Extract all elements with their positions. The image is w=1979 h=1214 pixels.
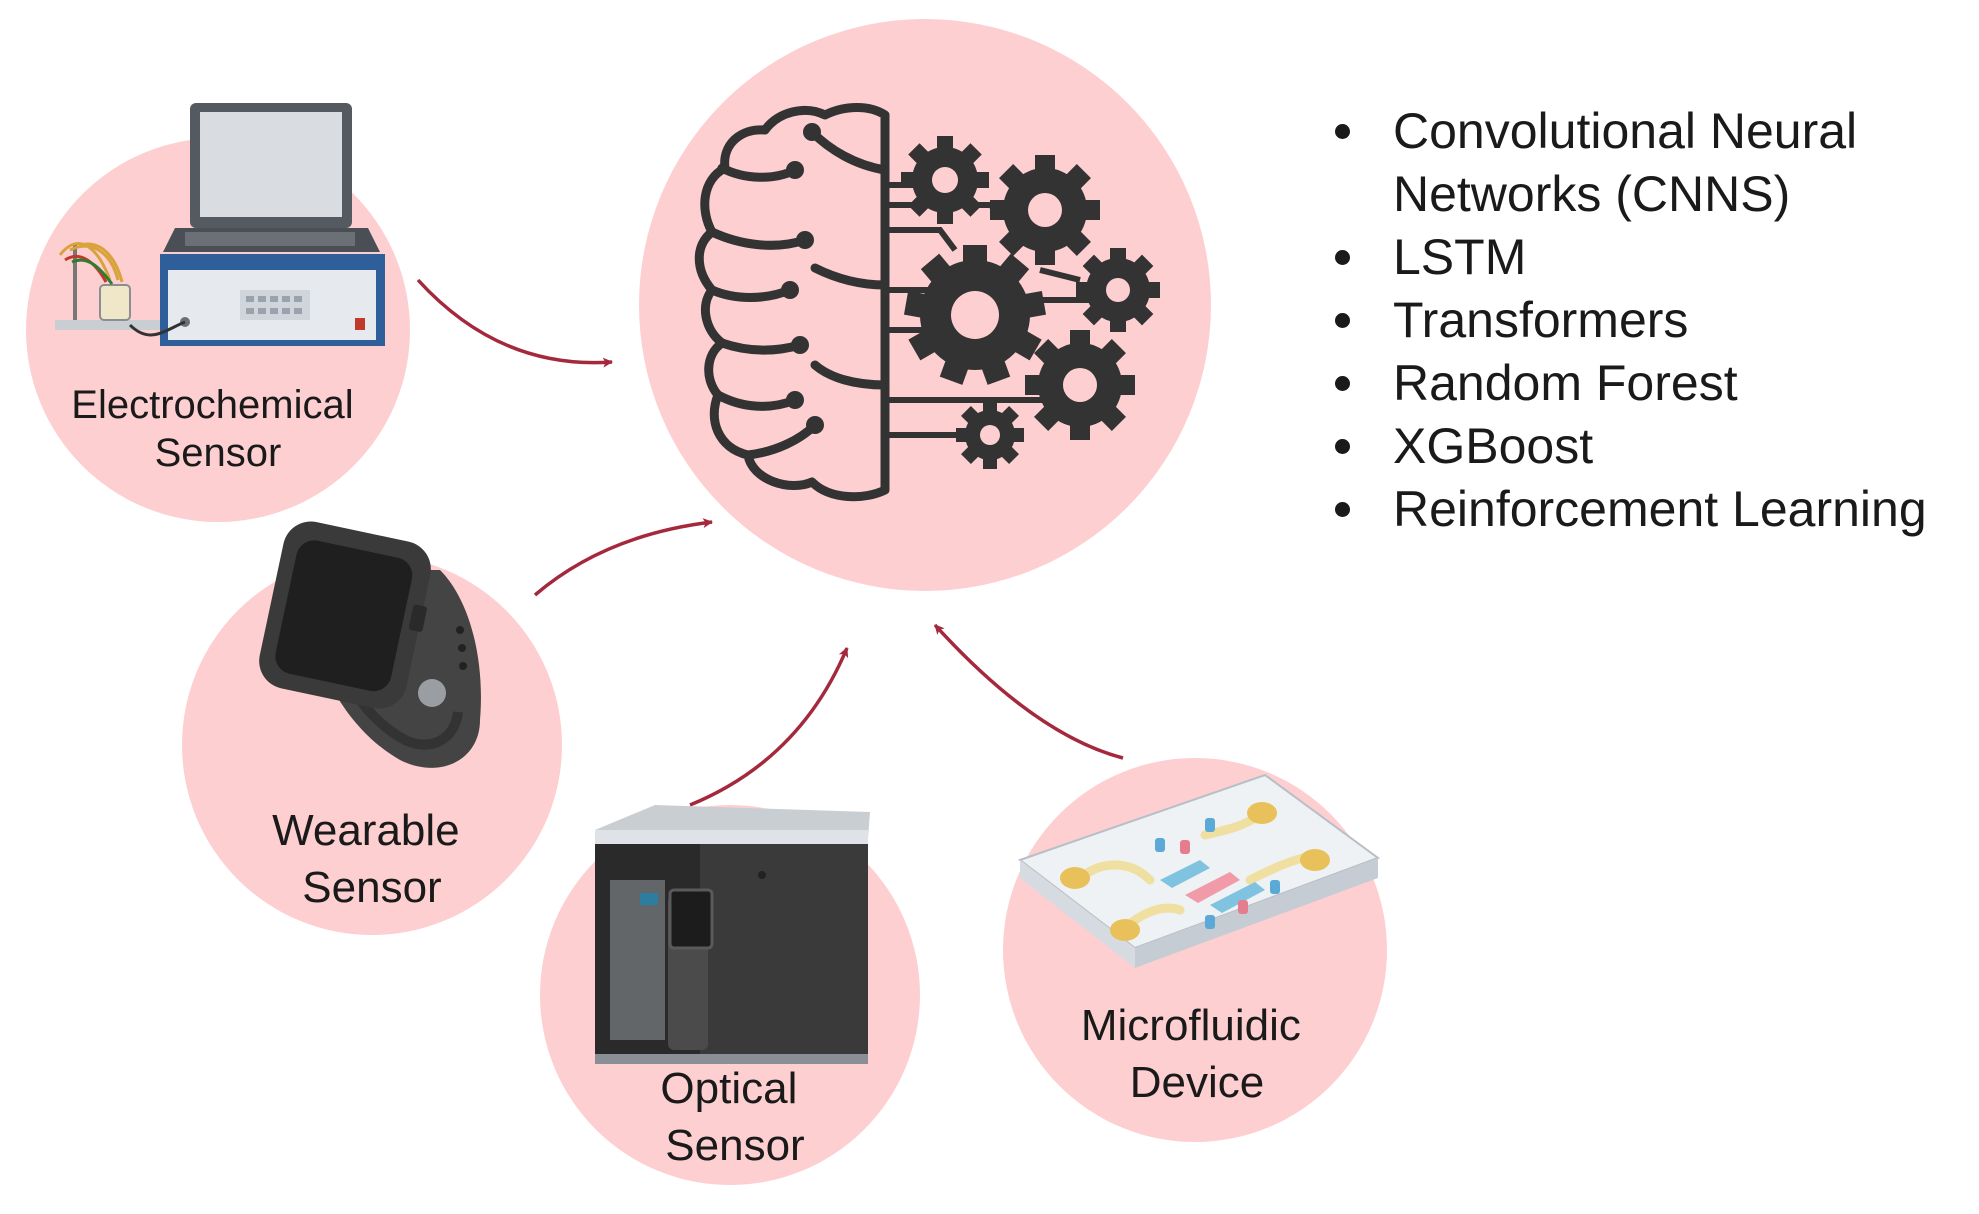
microfluidic-chip-icon bbox=[1017, 773, 1381, 968]
method-label: Transformers bbox=[1393, 292, 1689, 348]
bullet-icon bbox=[1335, 376, 1350, 391]
arrow-optical bbox=[689, 647, 849, 807]
wearable-label: Wearable Sensor bbox=[272, 806, 472, 912]
microfluidic-label-line1: Microfluidic bbox=[1081, 1001, 1301, 1050]
smartwatch-icon bbox=[259, 521, 481, 768]
brain-gears-icon bbox=[694, 103, 1160, 502]
bullet-icon bbox=[1335, 313, 1350, 328]
method-label: Random Forest bbox=[1393, 355, 1738, 411]
laptop-potentiostat-icon bbox=[55, 103, 385, 346]
bullet-icon bbox=[1335, 439, 1350, 454]
method-label-continued: Networks (CNNS) bbox=[1393, 166, 1791, 222]
arrow-microfluidic bbox=[933, 623, 1124, 760]
wearable-label-line2: Sensor bbox=[302, 863, 441, 912]
electrochemical-label-line2: Sensor bbox=[155, 431, 282, 475]
optical-instrument-icon bbox=[595, 805, 870, 1064]
arrow-wearable bbox=[533, 518, 713, 597]
arrow-electrochemical bbox=[416, 278, 613, 368]
optical-label-line2: Sensor bbox=[665, 1121, 804, 1170]
method-label: Reinforcement Learning bbox=[1393, 481, 1927, 537]
method-label: Convolutional Neural bbox=[1393, 103, 1858, 159]
method-item: Reinforcement Learning bbox=[1325, 478, 1975, 541]
electrochemical-label-line1: Electrochemical bbox=[71, 383, 353, 427]
method-item: Random Forest bbox=[1325, 352, 1975, 415]
method-item: XGBoost bbox=[1325, 415, 1975, 478]
method-item: Transformers bbox=[1325, 289, 1975, 352]
method-label: LSTM bbox=[1393, 229, 1527, 285]
optical-label-line1: Optical bbox=[660, 1064, 797, 1113]
electrochemical-label: Electrochemical Sensor bbox=[71, 383, 364, 475]
bullet-icon bbox=[1335, 502, 1350, 517]
wearable-label-line1: Wearable bbox=[272, 806, 460, 855]
method-label: XGBoost bbox=[1393, 418, 1594, 474]
bullet-icon bbox=[1335, 250, 1350, 265]
method-item: Convolutional Neural Networks (CNNS) bbox=[1325, 100, 1975, 226]
method-item: LSTM bbox=[1325, 226, 1975, 289]
microfluidic-label: Microfluidic Device bbox=[1081, 1001, 1313, 1107]
bullet-icon bbox=[1335, 124, 1350, 139]
microfluidic-label-line2: Device bbox=[1130, 1058, 1265, 1107]
optical-label: Optical Sensor bbox=[660, 1064, 809, 1170]
ml-methods-list: Convolutional Neural Networks (CNNS) LST… bbox=[1325, 100, 1975, 541]
